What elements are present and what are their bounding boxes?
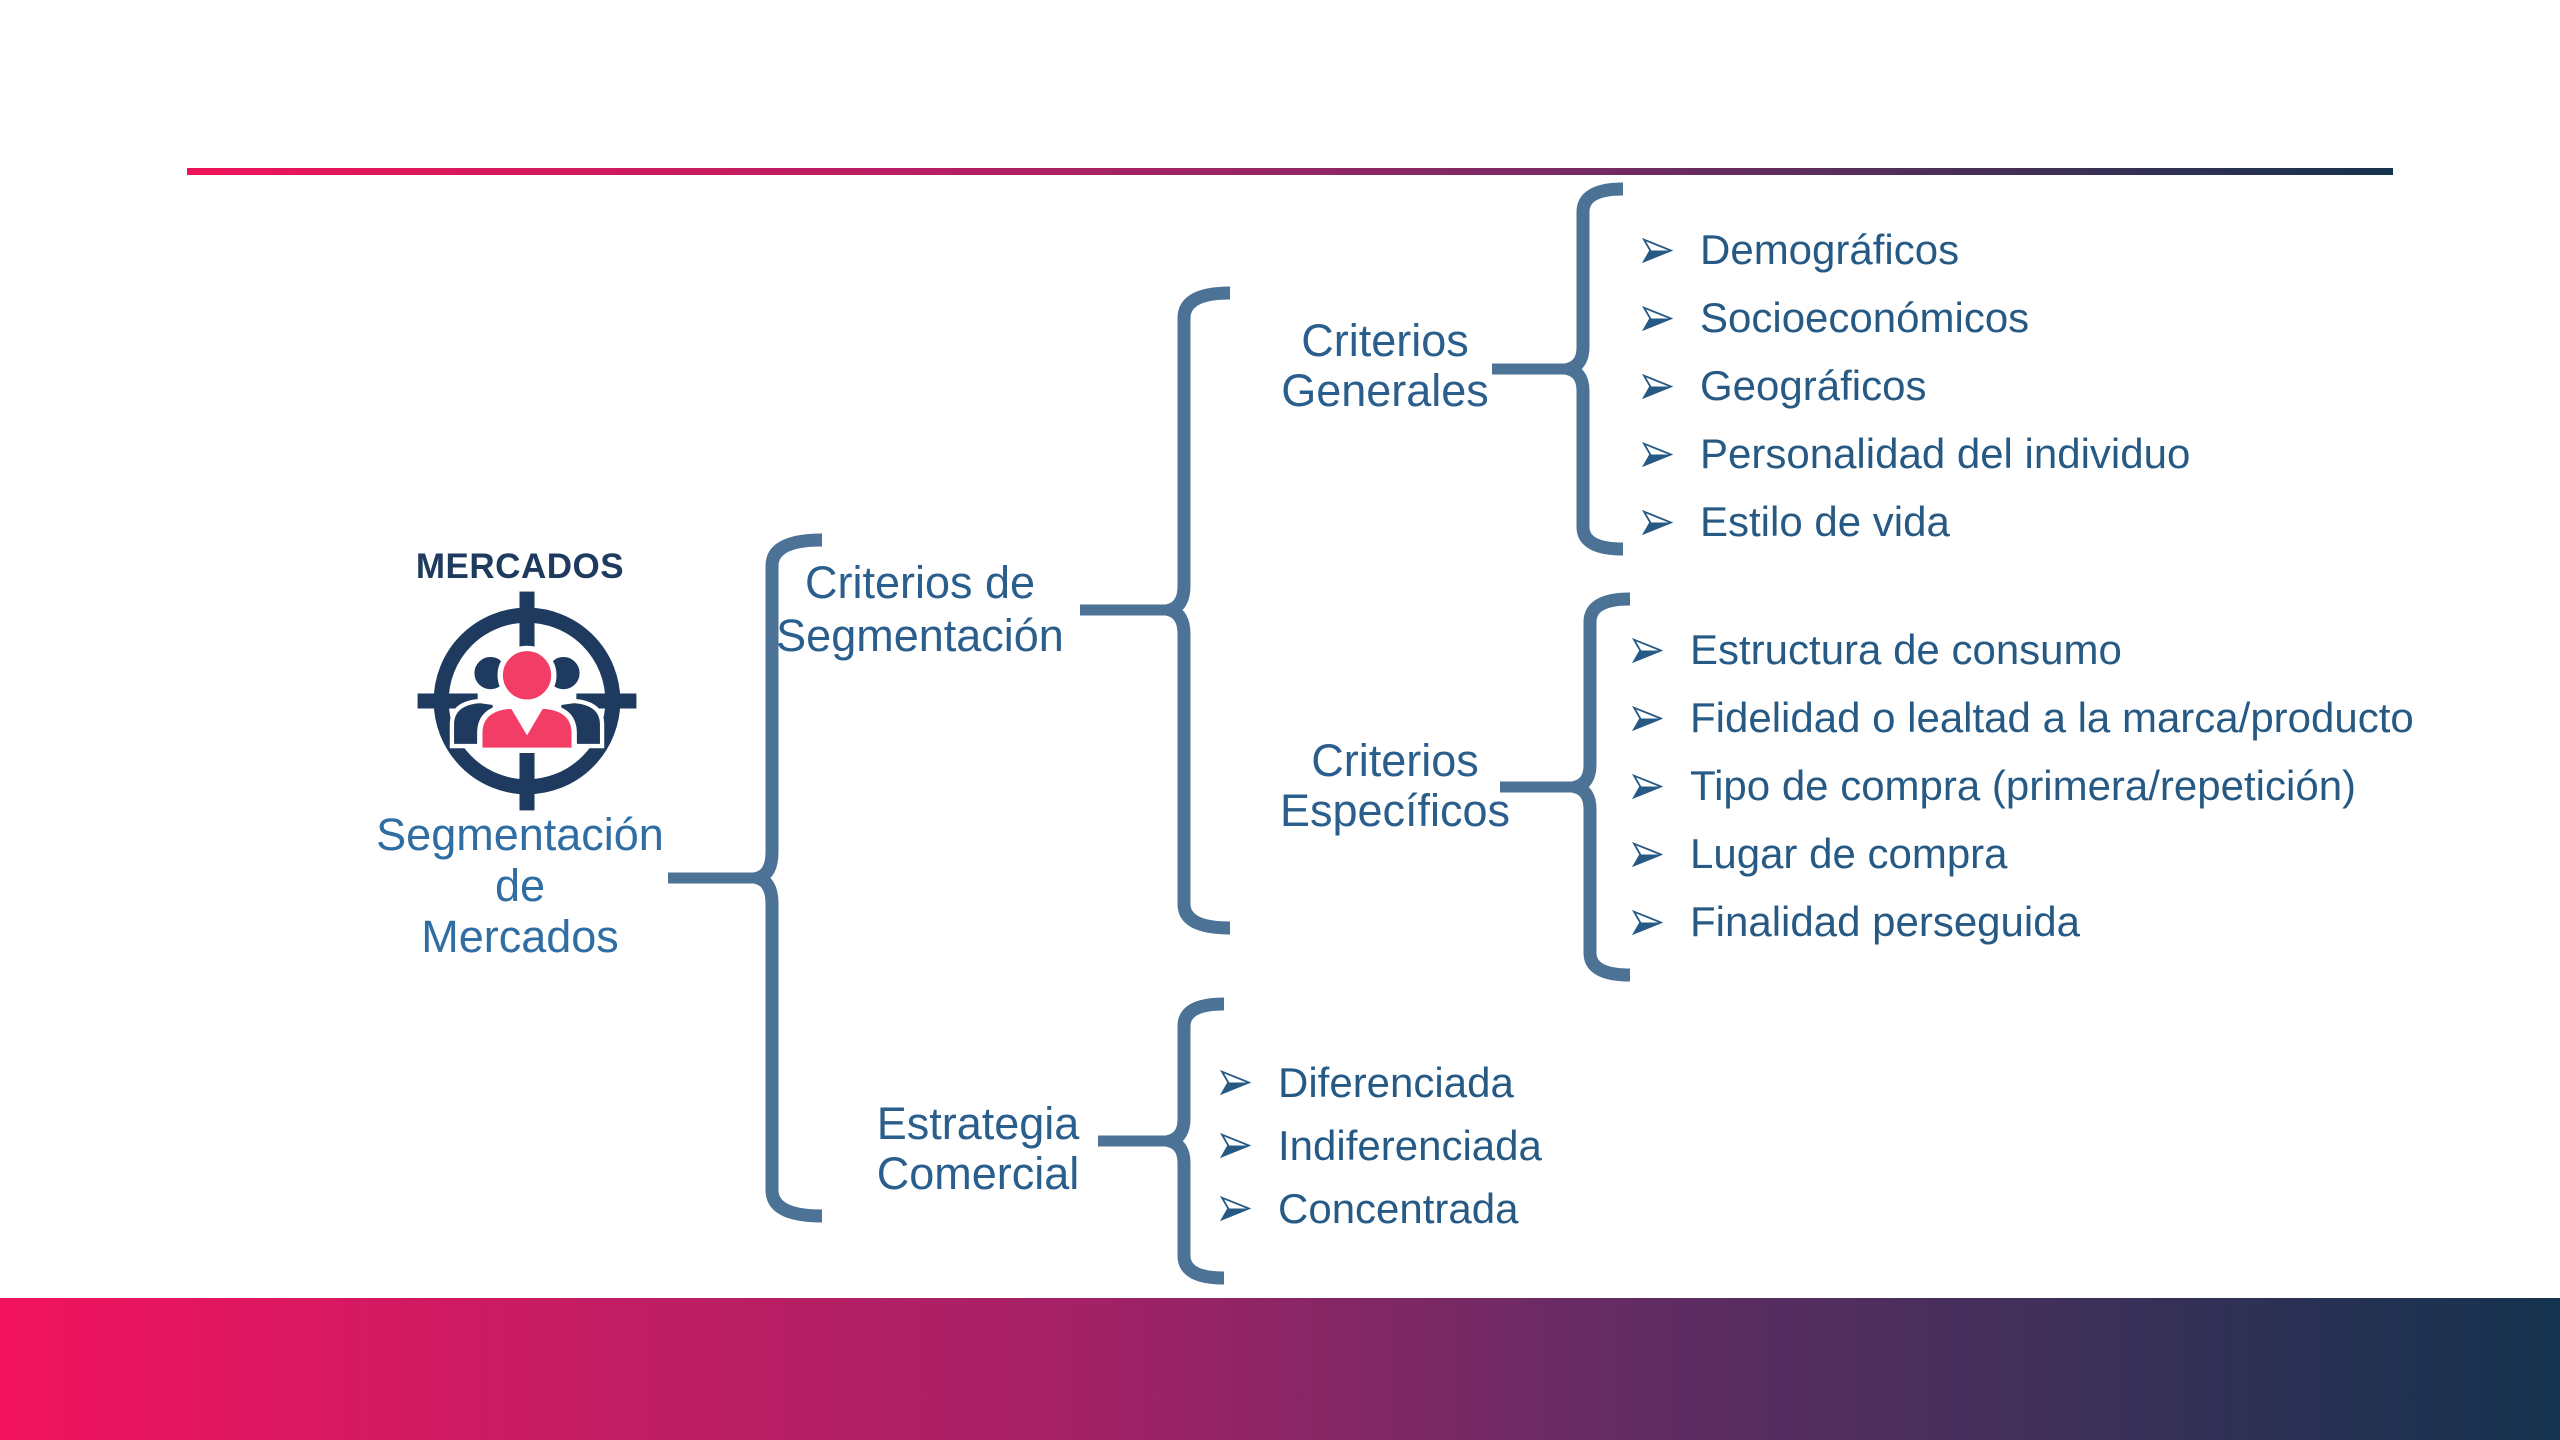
list-item-text: Diferenciada (1278, 1058, 1514, 1106)
arrow-bullet-icon (1642, 305, 1673, 331)
root-title: Segmentación de Mercados (376, 809, 664, 962)
list-item: Diferenciada (1220, 1051, 1542, 1114)
list-item: Geográficos (1642, 352, 2190, 420)
node-label-line: Criterios (1311, 735, 1479, 786)
list-item: Estilo de vida (1642, 488, 2190, 556)
brace-estrategia-comercial (1146, 997, 1225, 1285)
node-label-estrategia-comercial: Estrategia Comercial (877, 1099, 1080, 1199)
node-label-criterios-generales: Criterios Generales (1281, 316, 1489, 416)
list-item-text: Personalidad del individuo (1700, 430, 2191, 477)
arrow-bullet-icon (1632, 773, 1663, 799)
arrow-bullet-icon (1632, 909, 1663, 935)
list-item: Demográficos (1642, 216, 2190, 284)
list-criterios-especificos: Estructura de consumo Fidelidad o lealta… (1632, 616, 2414, 956)
list-item-text: Fidelidad o lealtad a la marca/producto (1690, 694, 2414, 741)
list-item: Lugar de compra (1632, 820, 2414, 888)
list-item-text: Indiferenciada (1278, 1121, 1542, 1169)
list-item-text: Socioeconómicos (1700, 294, 2030, 341)
arrow-bullet-icon (1642, 441, 1673, 467)
top-gradient-rule (187, 168, 2393, 175)
arrow-bullet-icon (1642, 373, 1673, 399)
list-item-text: Lugar de compra (1690, 830, 2008, 877)
list-item: Socioeconómicos (1642, 284, 2190, 352)
list-item: Finalidad perseguida (1632, 888, 2414, 956)
list-item-text: Tipo de compra (primera/repetición) (1690, 762, 2357, 809)
node-label-line: Criterios (1301, 315, 1469, 366)
list-estrategia-comercial: Diferenciada Indiferenciada Concentrada (1220, 1051, 1542, 1240)
list-item: Concentrada (1220, 1177, 1542, 1240)
arrow-bullet-icon (1632, 705, 1663, 731)
brace-criterios-generales (1545, 182, 1624, 556)
list-item-text: Geográficos (1700, 362, 1927, 409)
node-label-line: Criterios de (804, 557, 1036, 608)
footer-gradient-bar: indie (0, 1298, 2560, 1440)
node-label-criterios-segmentacion: Criterios de Segmentación (776, 556, 1064, 662)
brace-criterios-segmentacion (1146, 286, 1231, 935)
arrow-bullet-icon (1642, 237, 1673, 263)
node-label-line: Generales (1281, 365, 1489, 416)
list-item: Tipo de compra (primera/repetición) (1632, 752, 2414, 820)
target-users-icon (417, 591, 637, 811)
node-label-line: Específicos (1279, 785, 1511, 836)
arrow-bullet-icon (1632, 637, 1663, 663)
root-title-line-3: Mercados (421, 911, 619, 962)
root-title-line-2: de (494, 860, 546, 911)
list-item-text: Estructura de consumo (1690, 626, 2122, 673)
node-label-line: Estrategia (876, 1098, 1080, 1149)
root-title-line-1: Segmentación (376, 809, 664, 860)
list-item-text: Finalidad perseguida (1690, 898, 2080, 945)
list-item: Estructura de consumo (1632, 616, 2414, 684)
list-item: Indiferenciada (1220, 1114, 1542, 1177)
arrow-bullet-icon (1220, 1132, 1251, 1159)
list-item: Personalidad del individuo (1642, 420, 2190, 488)
list-item-text: Estilo de vida (1700, 498, 1950, 545)
mercados-label: MERCADOS (415, 547, 625, 586)
arrow-bullet-icon (1642, 509, 1673, 535)
list-item-text: Concentrada (1278, 1184, 1519, 1232)
arrow-bullet-icon (1220, 1069, 1251, 1096)
brace-criterios-especificos (1552, 592, 1631, 982)
arrow-bullet-icon (1632, 841, 1663, 867)
list-item-text: Demográficos (1700, 226, 1960, 273)
brace-root (734, 533, 823, 1223)
list-item: Fidelidad o lealtad a la marca/producto (1632, 684, 2414, 752)
node-label-criterios-especificos: Criterios Específicos (1280, 736, 1510, 836)
arrow-bullet-icon (1220, 1195, 1251, 1222)
node-label-line: Segmentación (776, 610, 1064, 661)
list-criterios-generales: Demográficos Socioeconómicos Geográficos… (1642, 216, 2190, 556)
node-label-line: Comercial (876, 1148, 1080, 1199)
